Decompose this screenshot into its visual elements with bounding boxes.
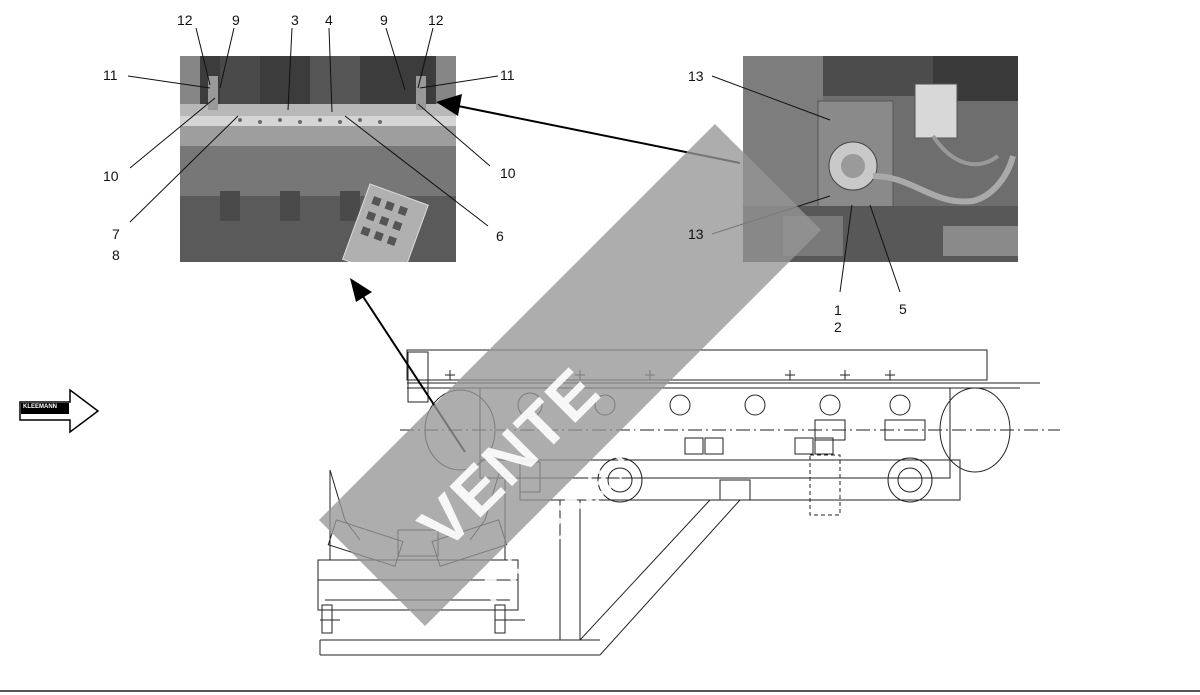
idler-right-arm	[469, 469, 501, 541]
callout-12-right: 12	[428, 12, 444, 28]
logo-label: KLEEMANN	[23, 404, 57, 410]
callout-10-left: 10	[103, 168, 119, 184]
callout-6: 6	[496, 228, 504, 244]
callout-11-right: 11	[500, 67, 515, 83]
logo-text: KLEEMANN	[23, 404, 57, 410]
arrow-to-right-photo	[436, 94, 741, 164]
callout-10-right: 10	[500, 165, 516, 181]
callout-5: 5	[899, 301, 907, 317]
idler-frame	[317, 559, 519, 611]
callout-3: 3	[291, 12, 299, 28]
arrow-to-left-photo	[350, 278, 466, 453]
callout-2: 2	[834, 319, 842, 335]
callout-9-left: 9	[232, 12, 240, 28]
callout-9-right: 9	[380, 12, 388, 28]
roller-right	[887, 457, 933, 503]
conveyor-top-frame	[406, 349, 988, 381]
left-bracket	[407, 351, 429, 403]
leader-lines-left	[127, 27, 499, 227]
tail-drum	[939, 387, 1011, 473]
frame-bolt-marks	[445, 370, 895, 380]
idler-left-arm	[329, 469, 361, 541]
callout-13-bottom: 13	[688, 226, 704, 242]
callout-4: 4	[325, 12, 333, 28]
callout-1: 1	[834, 302, 842, 318]
callout-12-left: 12	[177, 12, 193, 28]
callout-11-left: 11	[103, 67, 118, 83]
conveyor-body	[479, 387, 951, 479]
bottom-rule	[0, 690, 1200, 692]
right-arrow-outline-icon	[19, 388, 100, 434]
callout-7: 7	[112, 226, 120, 242]
callout-13-top: 13	[688, 68, 704, 84]
callout-8: 8	[112, 247, 120, 263]
roller-left	[597, 457, 643, 503]
leader-lines-right	[711, 75, 901, 293]
